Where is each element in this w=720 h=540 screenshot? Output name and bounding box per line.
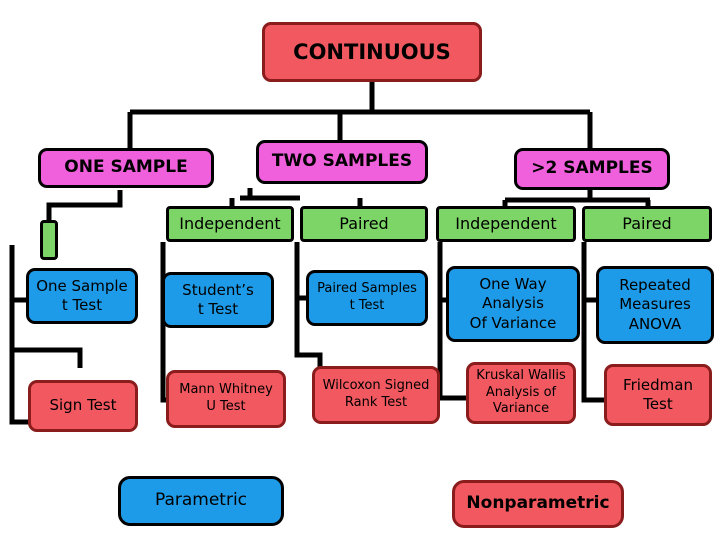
repeated-measures-anova: Repeated Measures ANOVA xyxy=(596,266,714,344)
two-samples-box: TWO SAMPLES xyxy=(256,140,428,184)
one-sample-t-test: One Sample t Test xyxy=(26,268,138,324)
students-t-test: Student’s t Test xyxy=(162,272,274,328)
two-independent-box: Independent xyxy=(166,206,294,242)
legend-parametric: Parametric xyxy=(118,476,284,526)
one-sample-connector-box xyxy=(40,220,58,260)
sign-test: Sign Test xyxy=(28,380,138,432)
kruskal-wallis-test: Kruskal Wallis Analysis of Variance xyxy=(466,362,576,424)
paired-samples-t-test: Paired Samples t Test xyxy=(306,270,428,326)
legend-nonparametric: Nonparametric xyxy=(452,480,624,528)
one-way-anova: One Way Analysis Of Variance xyxy=(446,266,580,342)
root-continuous: CONTINUOUS xyxy=(262,22,482,82)
one-sample-box: ONE SAMPLE xyxy=(38,148,214,188)
friedman-test: Friedman Test xyxy=(604,364,712,426)
gt2-independent-box: Independent xyxy=(436,206,576,242)
wilcoxon-signed-rank-test: Wilcoxon Signed Rank Test xyxy=(312,366,440,424)
two-paired-box: Paired xyxy=(300,206,428,242)
gt2-samples-box: >2 SAMPLES xyxy=(514,148,670,190)
gt2-paired-box: Paired xyxy=(582,206,712,242)
mann-whitney-u-test: Mann Whitney U Test xyxy=(166,370,286,428)
